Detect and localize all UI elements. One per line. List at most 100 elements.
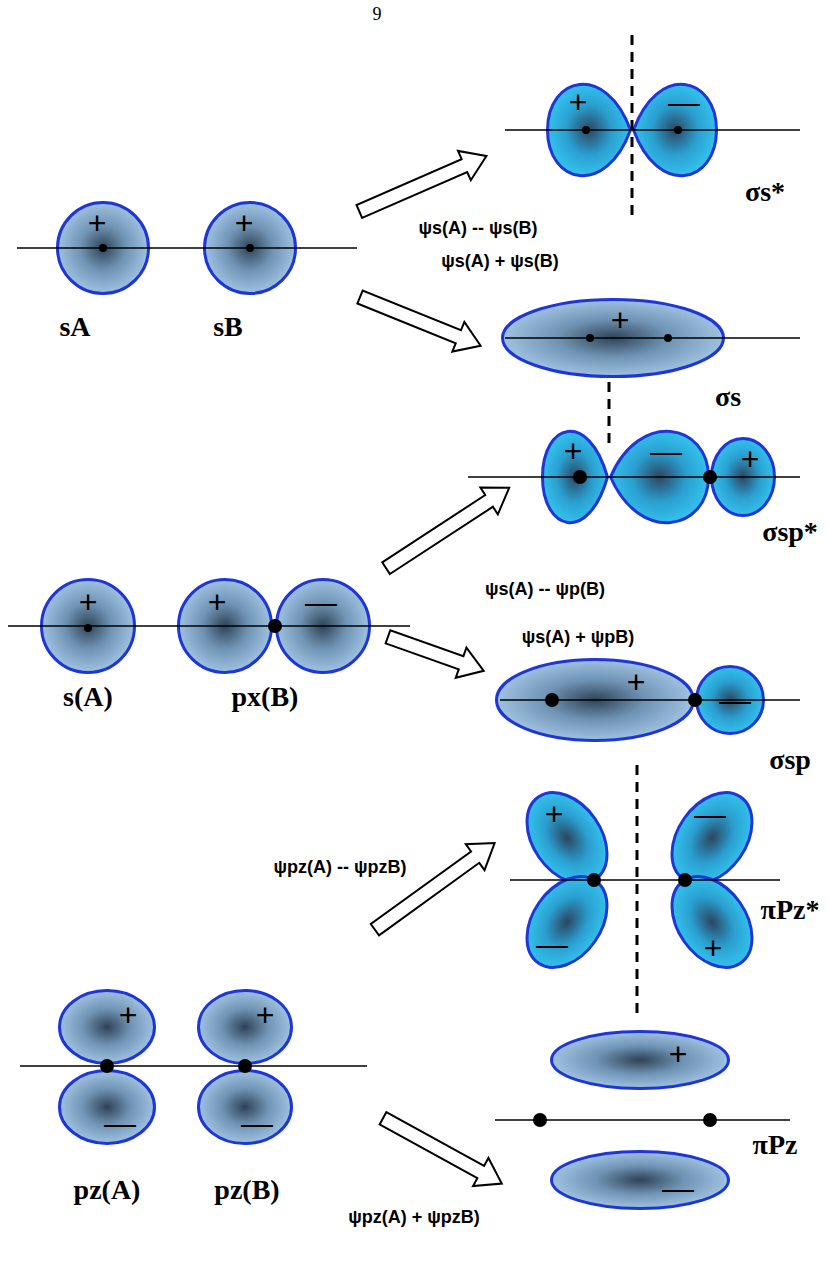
nodal-plane <box>608 382 611 445</box>
phase-sign: — <box>104 1107 136 1139</box>
nucleus-dot <box>587 873 601 887</box>
hollow-arrow <box>382 487 509 574</box>
lobe-outline <box>548 84 631 175</box>
orbital-lobe: + <box>672 876 752 968</box>
phase-sign: + <box>704 932 723 964</box>
orbital-lobe: + <box>527 792 607 884</box>
axis-line <box>505 129 800 131</box>
lobe-outline <box>550 1030 730 1090</box>
nodal-plane <box>631 35 634 218</box>
orbital-name: sA <box>59 312 90 343</box>
orbital-lobe: — <box>197 1069 293 1145</box>
orbital-lobe: + <box>501 298 725 378</box>
nucleus-dot <box>678 873 692 887</box>
combination-label: ψpz(A) + ψpzB) <box>346 1208 482 1228</box>
orbital-lobe: — <box>275 578 371 674</box>
nucleus-dot <box>99 244 107 252</box>
phase-sign: + <box>208 586 227 618</box>
lobe-outline <box>634 84 717 175</box>
phase-sign: — <box>662 1172 694 1204</box>
orbital-lobe: + <box>177 578 273 674</box>
phase-sign: + <box>741 443 760 475</box>
nucleus-dot <box>664 334 672 342</box>
lobe-outline <box>42 580 135 673</box>
orbital-lobe: — <box>527 876 607 968</box>
nucleus-dot <box>703 1113 717 1127</box>
hollow-arrow <box>357 151 487 218</box>
lobe-outline <box>510 862 623 983</box>
nucleus-dot <box>238 1059 252 1073</box>
orbital-lobe: — <box>672 792 752 884</box>
orbital-name: sB <box>213 312 243 343</box>
hollow-arrow <box>386 630 484 678</box>
lobe-outline <box>527 792 607 884</box>
phase-sign: + <box>611 304 630 336</box>
lobe-outline <box>543 431 608 522</box>
lobe-outline <box>552 1152 729 1209</box>
phase-sign: + <box>627 666 646 698</box>
nucleus-dot <box>703 470 717 484</box>
axis-line <box>8 625 410 627</box>
lobe-outline <box>712 439 775 516</box>
lobe-outline <box>546 80 632 180</box>
phase-sign: — <box>305 586 337 618</box>
orbital-lobe: + <box>40 578 136 674</box>
page-number: 9 <box>373 5 382 25</box>
lobe-outline <box>199 991 292 1064</box>
phase-sign: + <box>88 207 107 239</box>
orbital-lobe: + <box>58 989 156 1065</box>
lobe-outline <box>552 1032 729 1089</box>
orbital-name: pz(A) <box>74 1175 141 1206</box>
axis-line <box>495 1119 790 1121</box>
orbital-name: σsp* <box>762 517 818 548</box>
orbital-name: σs* <box>745 177 785 208</box>
lobe-outline <box>58 989 156 1065</box>
lobe-outline <box>60 1071 155 1144</box>
orbital-lobe: — <box>695 665 765 735</box>
lobe-outline <box>199 1071 292 1144</box>
lobe-outline <box>179 580 272 673</box>
lobe-outline <box>697 667 764 734</box>
lobe-outline <box>58 203 149 294</box>
phase-sign: + <box>79 586 98 618</box>
orbital-name: πPz* <box>761 895 820 926</box>
axis-line <box>505 337 800 339</box>
phase-sign: + <box>545 798 564 830</box>
combination-label: ψs(A) + ψs(B) <box>439 252 561 272</box>
axis-line <box>510 879 780 881</box>
phase-sign: — <box>668 86 700 118</box>
nucleus-dot <box>688 693 702 707</box>
phase-sign: + <box>669 1038 688 1070</box>
orbital-lobe: + <box>541 427 609 527</box>
nucleus-dot <box>533 1113 547 1127</box>
nucleus-dot <box>84 624 92 632</box>
combination-label: ψs(A) -- ψp(B) <box>483 580 607 600</box>
orbital-lobe: + <box>56 201 150 295</box>
nodal-plane <box>636 765 639 1020</box>
nucleus-dot <box>573 470 587 484</box>
phase-sign: + <box>119 999 138 1031</box>
orbital-lobe: + <box>710 437 776 517</box>
combination-label: ψs(A) -- ψs(B) <box>416 219 539 239</box>
orbital-lobe: — <box>550 1150 730 1210</box>
lobe-outline <box>277 580 370 673</box>
orbital-lobe: + <box>197 989 293 1065</box>
orbital-lobe: — <box>58 1069 156 1145</box>
orbital-name: σs <box>715 382 741 413</box>
phase-sign: — <box>536 928 568 960</box>
phase-sign: — <box>694 798 726 830</box>
hollow-arrow <box>357 291 480 352</box>
lobe-outline <box>205 203 296 294</box>
nucleus-dot <box>100 1059 114 1073</box>
axis-line <box>17 247 357 249</box>
orbital-lobe: + <box>546 80 632 180</box>
hollow-arrow <box>371 843 495 935</box>
combination-label: ψpz(A) -- ψpzB) <box>271 858 408 878</box>
nucleus-dot <box>545 693 559 707</box>
lobe-outline <box>197 989 293 1065</box>
phase-sign: + <box>569 86 588 118</box>
nucleus-dot <box>586 334 594 342</box>
lobe-outline <box>550 1150 730 1210</box>
lobe-outline <box>611 431 709 522</box>
